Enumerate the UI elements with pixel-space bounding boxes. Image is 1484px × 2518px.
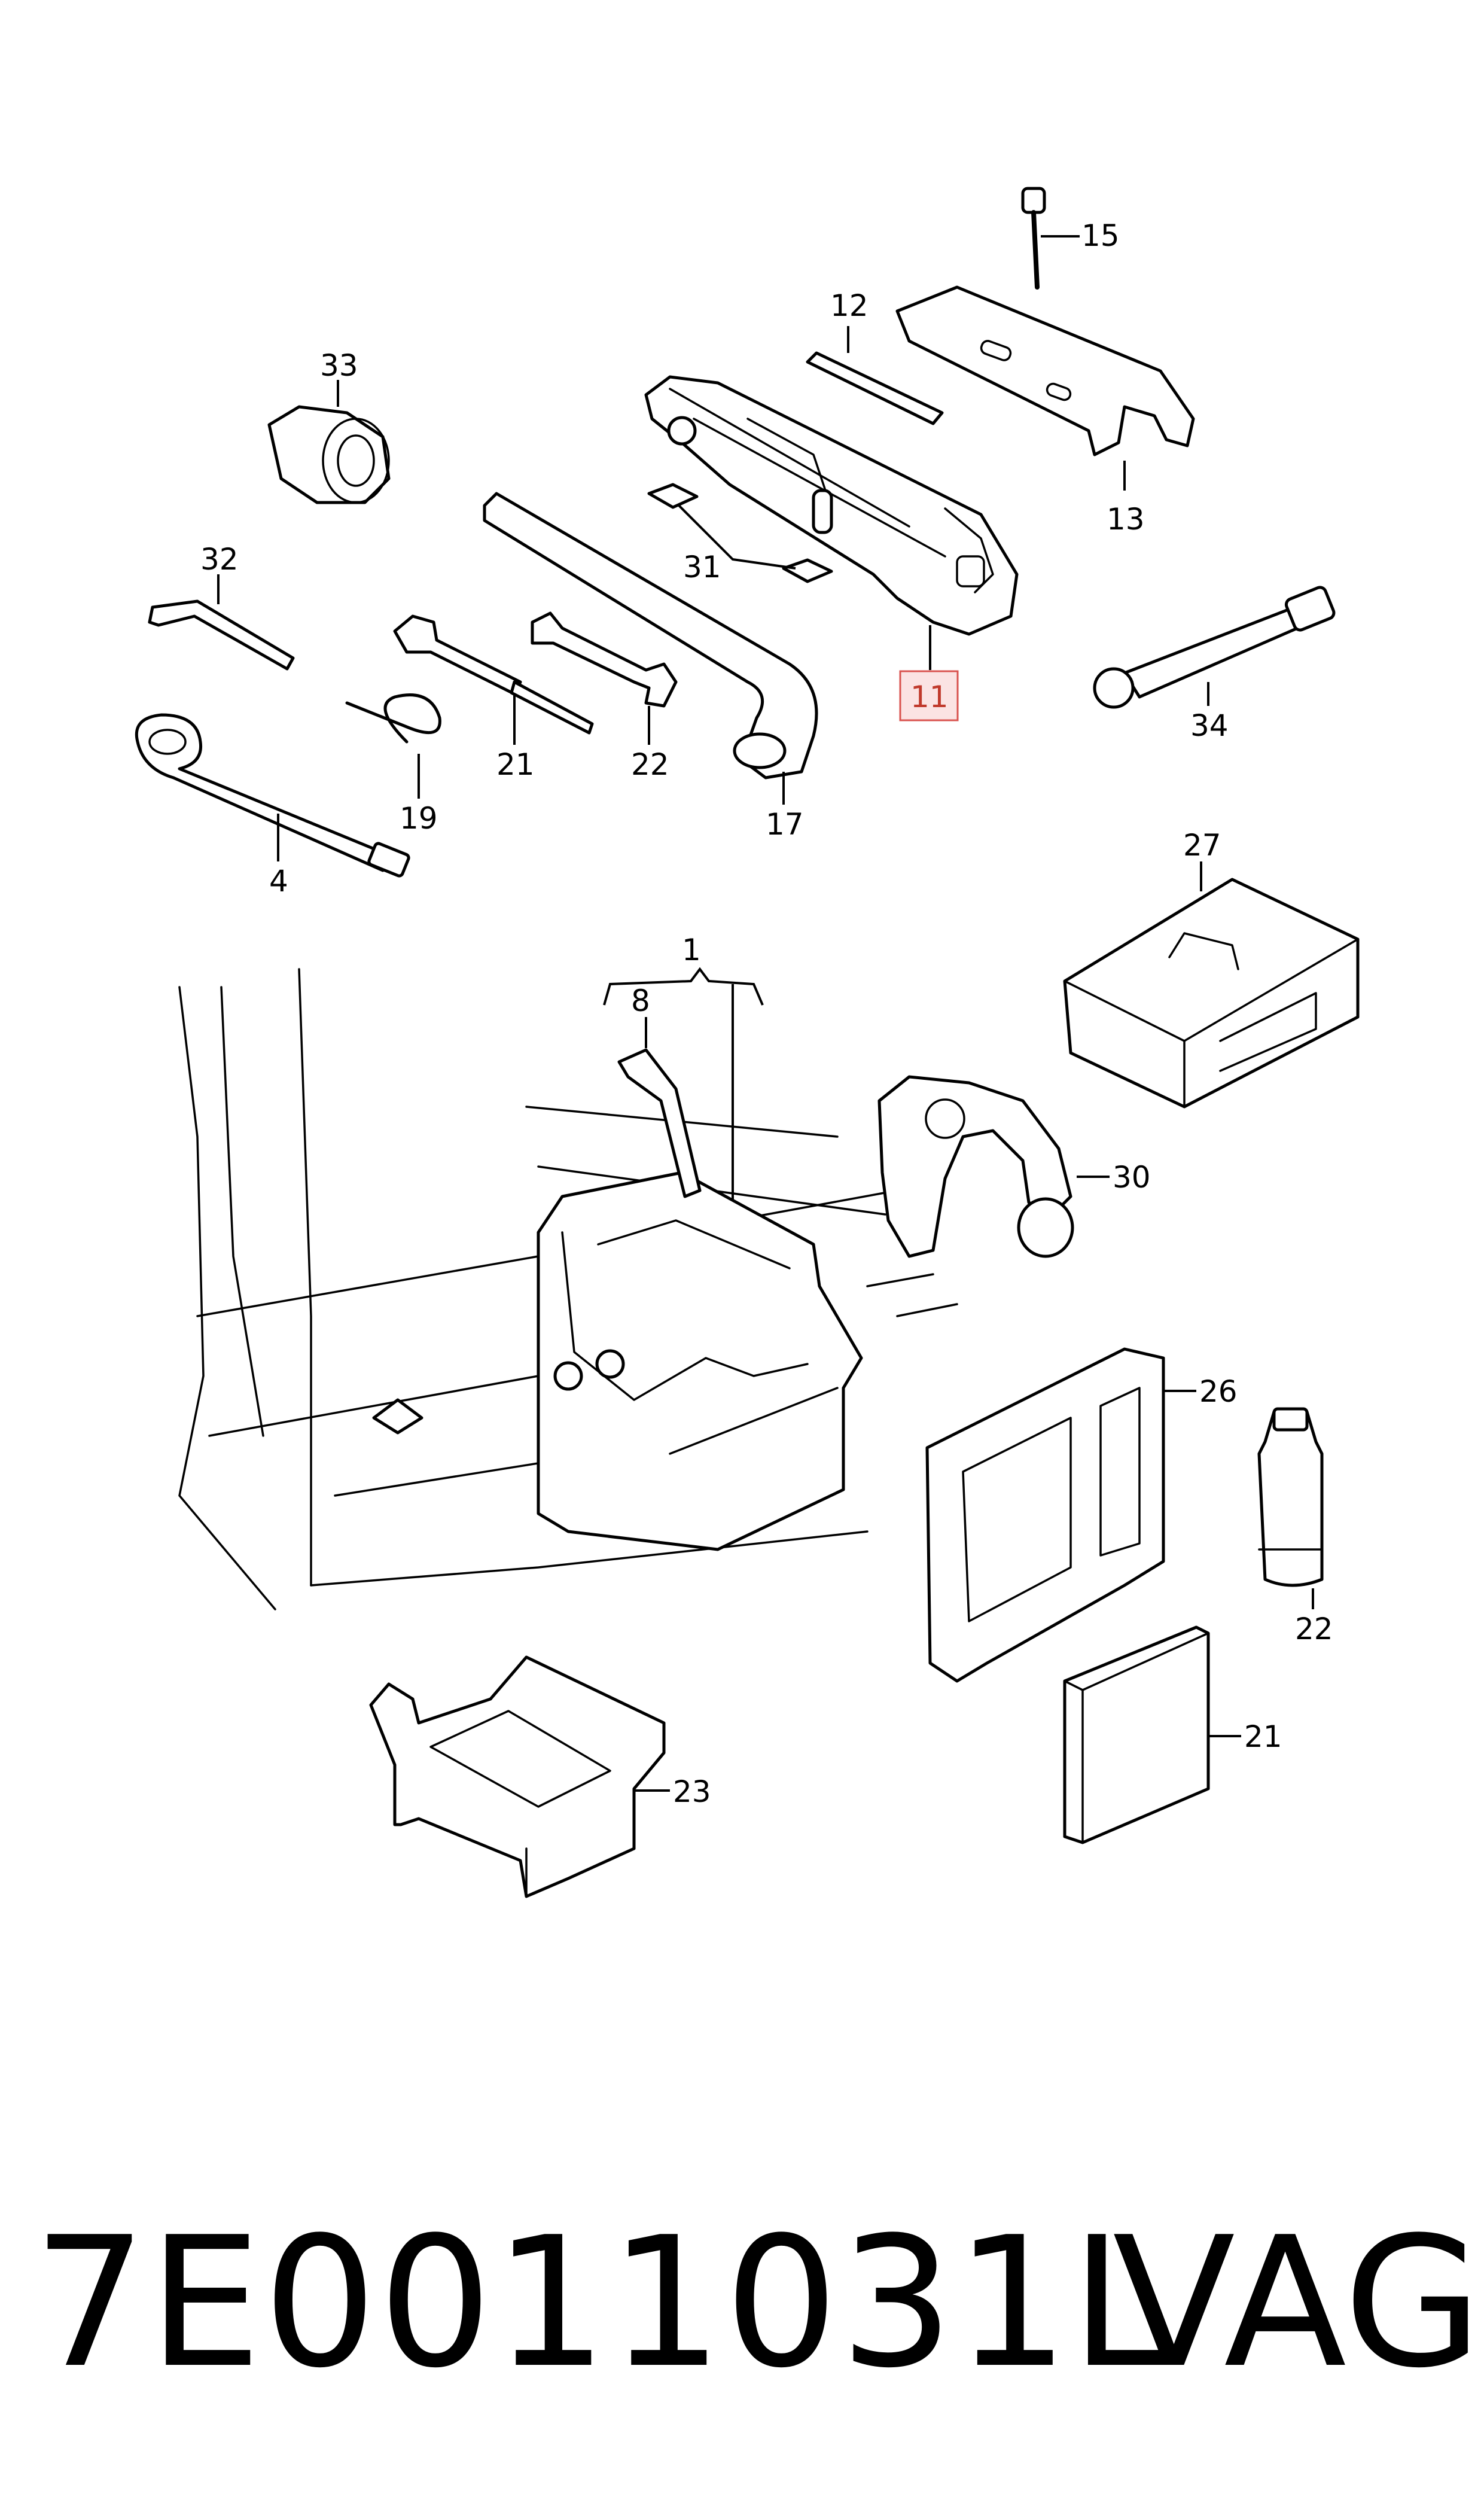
callout-23: 21 [1244, 1719, 1282, 1754]
part-22-spanner [531, 611, 678, 745]
part-33-socket [267, 380, 391, 504]
callout-21: 21 [496, 747, 535, 782]
callout-13: 13 [1107, 502, 1145, 537]
callout-12: 12 [830, 288, 869, 323]
callout-24: 22 [1295, 1612, 1333, 1646]
callout-4: 4 [269, 864, 288, 899]
part-13-foam-holder [895, 285, 1195, 491]
brand-caption: VAG [1113, 2199, 1483, 2407]
part-34-adapter [1093, 586, 1336, 709]
callout-22: 22 [631, 747, 669, 782]
part-17-wheel-brace [483, 492, 818, 805]
callout-31: 31 [683, 550, 721, 584]
part-15-bolt [1021, 187, 1080, 290]
part-26-foam-insert [925, 1347, 1196, 1683]
callout-8: 8 [631, 984, 650, 1018]
callout-33: 33 [320, 348, 358, 383]
callout-25: 23 [673, 1774, 711, 1809]
part-12-strip [806, 326, 944, 425]
part-4-towing-eye [135, 713, 410, 878]
callout-17: 17 [766, 807, 804, 842]
part-31-pads [647, 483, 833, 583]
part-1-tray [537, 1171, 863, 1551]
callout-30: 30 [1113, 1160, 1151, 1195]
part-11-jack [644, 375, 1019, 670]
callout-34: 34 [1190, 708, 1229, 743]
part-21-screwdriver [393, 614, 594, 745]
part-8-strap [617, 1017, 702, 1198]
callout-15: 15 [1081, 218, 1120, 253]
part-19-clip [345, 693, 441, 799]
callout-27: 27 [1183, 828, 1221, 863]
callout-11: 11 [910, 680, 949, 714]
part-27-case [1063, 861, 1360, 1109]
callout-19: 19 [400, 801, 438, 836]
callout-11-highlight [899, 670, 959, 721]
part-25-small-tray [369, 1655, 670, 1898]
part-23-box [1063, 1625, 1241, 1844]
part-30-tow-hook [877, 1075, 1110, 1258]
callout-32: 32 [200, 542, 239, 577]
callout-26: 26 [1199, 1374, 1238, 1409]
part-32-hex-key [148, 574, 295, 671]
part-24-bottle [1257, 1407, 1324, 1609]
callout-1: 1 [682, 933, 701, 967]
part-number-caption: 7E0011031L [33, 2199, 1172, 2407]
